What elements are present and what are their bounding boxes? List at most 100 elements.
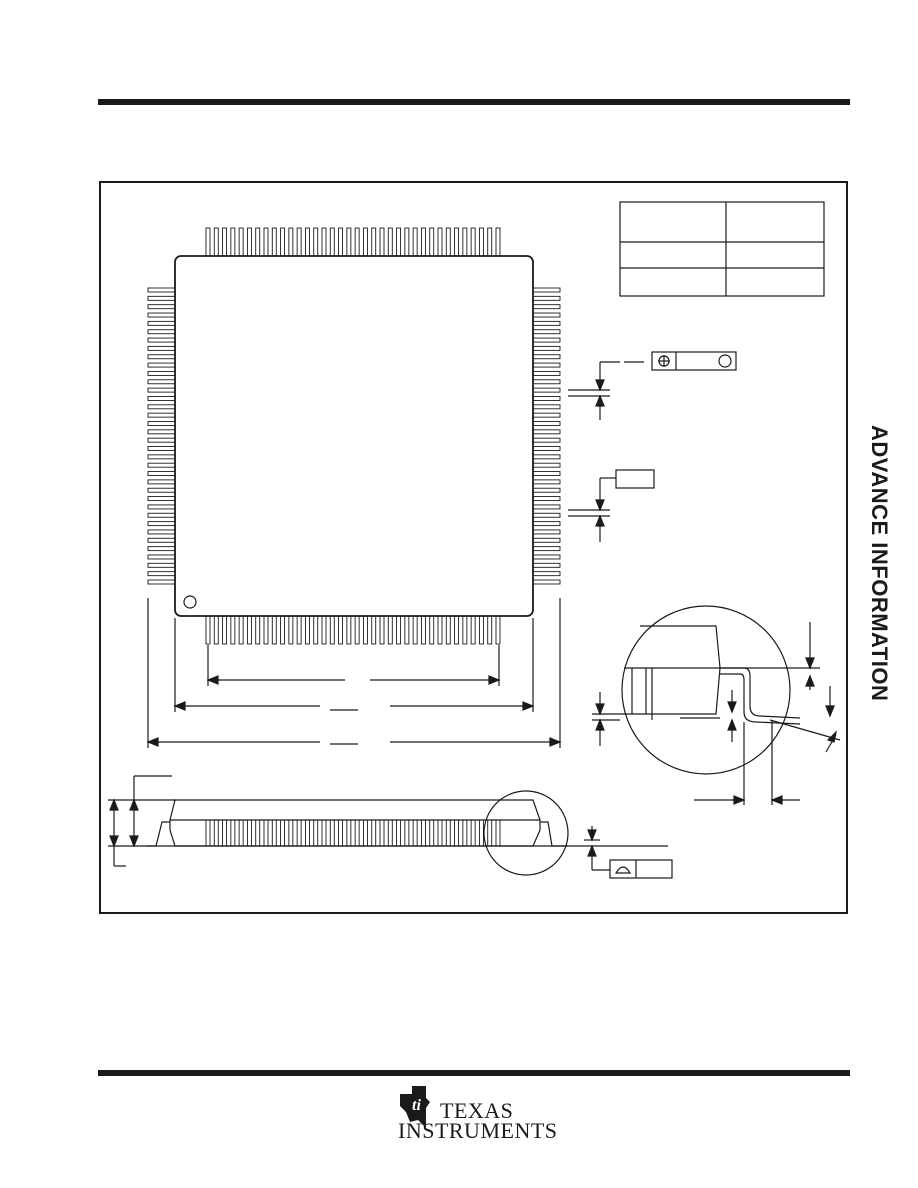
pin-left xyxy=(147,421,176,426)
pin-top xyxy=(396,227,402,257)
pin-top xyxy=(470,227,476,257)
pin-top xyxy=(412,227,418,257)
pin-top xyxy=(205,227,211,257)
pin-bottom xyxy=(412,615,418,645)
pin-bottom xyxy=(437,615,443,645)
pin-bottom xyxy=(354,615,360,645)
pin-left xyxy=(147,429,176,435)
side-pin xyxy=(362,819,368,847)
pin-right xyxy=(532,370,561,376)
pin-right xyxy=(532,496,561,502)
pin-right xyxy=(532,320,561,326)
pin-left xyxy=(147,354,176,360)
pin-right xyxy=(532,337,561,343)
pins-left xyxy=(147,287,176,585)
pin-right xyxy=(532,471,561,476)
pin-right xyxy=(532,379,561,385)
pin-bottom xyxy=(213,615,219,645)
pin-right xyxy=(532,437,561,443)
pin-right xyxy=(532,312,561,318)
pin-bottom xyxy=(280,615,286,645)
pin-left xyxy=(147,387,176,393)
pin-top xyxy=(429,227,435,257)
pin-left xyxy=(147,362,176,368)
pin-bottom xyxy=(429,615,435,645)
pin-top xyxy=(271,227,277,257)
pin-left xyxy=(147,295,176,301)
side-pin xyxy=(420,819,426,847)
pin-right xyxy=(532,287,561,293)
pin-left xyxy=(147,437,176,443)
pin-right xyxy=(532,412,561,418)
side-pin xyxy=(396,819,402,847)
lead-detail xyxy=(592,605,841,805)
pin-bottom xyxy=(470,615,476,645)
tolerance-table xyxy=(619,201,825,297)
pin-top xyxy=(354,227,360,257)
side-pin xyxy=(255,819,261,847)
side-pin xyxy=(412,819,418,847)
pin-top xyxy=(288,227,294,257)
svg-text:ti: ti xyxy=(412,1097,421,1114)
pin-left xyxy=(147,546,176,552)
pin-right xyxy=(532,446,561,451)
side-pin xyxy=(205,819,211,847)
package-body xyxy=(174,255,534,617)
pin-left xyxy=(147,579,176,585)
pin-top xyxy=(263,227,269,257)
side-pin xyxy=(271,819,277,847)
dimension-pin-span xyxy=(206,675,501,685)
pin-right xyxy=(532,579,561,585)
pin-left xyxy=(147,304,176,310)
pin-right xyxy=(532,521,561,527)
side-pin xyxy=(462,819,468,847)
side-pin xyxy=(470,819,476,847)
side-pin xyxy=(246,819,252,847)
pin-right xyxy=(532,295,561,301)
pin-bottom xyxy=(313,615,319,645)
side-pin xyxy=(213,819,219,847)
pin-bottom xyxy=(329,615,335,645)
pins-top xyxy=(205,227,501,257)
pin-left xyxy=(147,537,176,543)
pin-top xyxy=(222,227,228,257)
pin-right xyxy=(532,562,561,568)
pin-left xyxy=(147,287,176,293)
pin-top xyxy=(255,227,261,257)
pin-right xyxy=(532,554,561,560)
pin-left xyxy=(147,479,176,485)
pin-bottom xyxy=(296,615,302,645)
pin-bottom xyxy=(263,615,269,645)
pin-bottom xyxy=(271,615,277,645)
pin-bottom xyxy=(404,615,410,645)
side-pin xyxy=(338,819,344,847)
pin-left xyxy=(147,320,176,326)
side-pin xyxy=(437,819,443,847)
pin-left xyxy=(147,471,176,476)
dimension-body-width xyxy=(173,701,535,711)
side-pin xyxy=(238,819,244,847)
pin-bottom xyxy=(222,615,228,645)
side-pin xyxy=(495,819,501,847)
side-pin xyxy=(304,819,310,847)
side-pin xyxy=(404,819,410,847)
side-pin xyxy=(222,819,228,847)
pin-bottom xyxy=(454,615,460,645)
pin-left xyxy=(147,562,176,568)
side-pin xyxy=(280,819,286,847)
pin-bottom xyxy=(346,615,352,645)
pin-bottom xyxy=(495,615,501,645)
pin-top xyxy=(213,227,219,257)
pin-bottom xyxy=(478,615,484,645)
side-pin xyxy=(263,819,269,847)
pin-left xyxy=(147,446,176,451)
pin-top xyxy=(362,227,368,257)
pin-right xyxy=(532,546,561,552)
pin-bottom xyxy=(230,615,236,645)
pin-right xyxy=(532,345,561,351)
pin-top xyxy=(454,227,460,257)
pin-bottom xyxy=(246,615,252,645)
pin-bottom xyxy=(255,615,261,645)
pin-left xyxy=(147,404,176,410)
pin-right xyxy=(532,429,561,435)
